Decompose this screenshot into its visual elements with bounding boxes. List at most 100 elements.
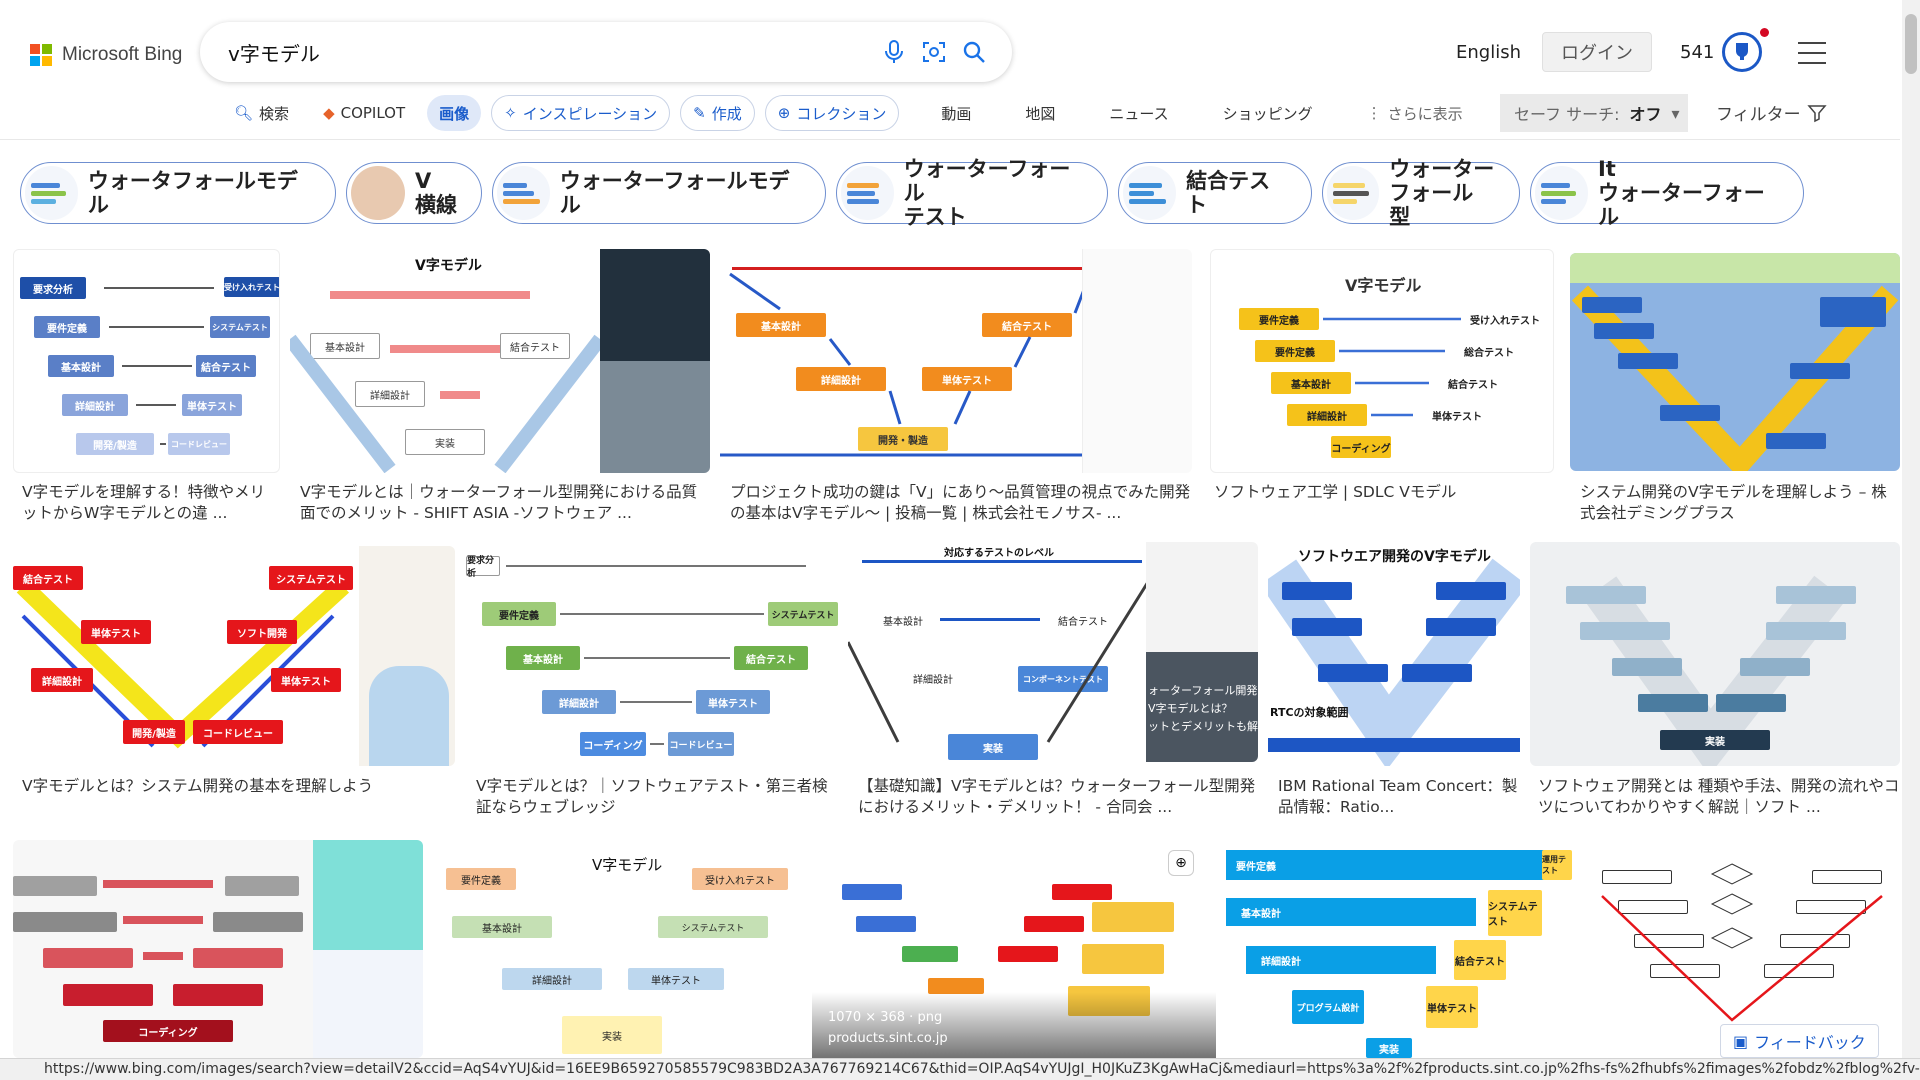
result-caption[interactable]: V字モデルを理解する！特徴やメリットからW字モデルとの違 ... — [22, 483, 266, 522]
diagram-box — [1582, 297, 1642, 313]
related-chip[interactable]: It ウォーターフォール — [1530, 157, 1804, 229]
diagram-box: 実装 — [948, 734, 1038, 760]
chip-thumbnail — [1535, 166, 1588, 220]
result-caption[interactable]: V字モデルとは？｜ソフトウェアテスト・第三者検証ならウェブレッジ — [476, 777, 828, 816]
diagram-box — [928, 978, 984, 994]
tab-videos[interactable]: 動画 — [941, 104, 972, 123]
related-chip[interactable]: ウォーターフォールモデル — [492, 162, 826, 224]
diagram-box: 受け入れテスト — [224, 277, 279, 297]
related-chip[interactable]: V 横線 — [346, 162, 482, 224]
diagram-box: システムテスト — [269, 566, 353, 590]
tab-inspiration[interactable]: ✧インスピレーション — [491, 95, 671, 131]
rewards-icon[interactable] — [1722, 32, 1762, 72]
diagram-box — [193, 948, 283, 968]
diagram-box — [842, 884, 902, 900]
feedback-icon: ▣ — [1733, 1031, 1749, 1051]
tab-images[interactable]: 画像 — [427, 95, 482, 131]
chip-thumbnail — [1123, 166, 1177, 220]
image-result[interactable]: V字モデル 基本設計 結合テスト 詳細設計 実装 — [290, 249, 710, 473]
image-result[interactable]: V字モデル 要件定義 要件定義 基本設計 詳細設計 コーディング 受け入れテスト… — [1210, 249, 1554, 473]
diagram-box — [1776, 586, 1856, 604]
image-result[interactable]: 要件定義 運用テスト 基本設計 システムテスト 詳細設計 結合テスト プログラム… — [1226, 840, 1572, 1058]
tab-copilot[interactable]: ◆COPILOT — [323, 104, 406, 122]
tab-news[interactable]: ニュース — [1109, 104, 1169, 123]
image-result[interactable]: V字モデル 要件定義 基本設計 詳細設計 受け入れテスト システムテスト 単体テ… — [432, 840, 802, 1058]
tab-maps[interactable]: 地図 — [1025, 104, 1056, 123]
rewards-points[interactable]: 541 — [1680, 42, 1715, 63]
related-chip[interactable]: ウォーター フォール 型 — [1322, 157, 1520, 229]
bing-logo[interactable]: Microsoft Bing — [30, 40, 182, 70]
microphone-icon[interactable] — [874, 32, 914, 72]
diagram-box: 結合テスト — [1433, 372, 1513, 394]
result-caption[interactable]: 【基礎知識】V字モデルとは？ウォーターフォール型開発におけるメリット・デメリット… — [858, 777, 1256, 816]
diagram-box: 単体テスト — [628, 968, 724, 990]
diagram-box: 単体テスト — [922, 367, 1012, 391]
diagram-box: 要求分析 — [466, 556, 500, 579]
image-result[interactable]: 対応するテストのレベル 基本設計 結合テスト 詳細設計 コンポーネントテスト 実… — [848, 542, 1258, 762]
image-result[interactable]: 要求分析 要件定義 基本設計 詳細設計 開発/製造 受け入れテスト システムテス… — [13, 249, 280, 473]
login-button[interactable]: ログイン — [1542, 32, 1652, 72]
search-box — [200, 22, 1012, 82]
tab-more[interactable]: ⋮さらに表示 — [1366, 104, 1463, 123]
menu-icon[interactable] — [1798, 42, 1826, 64]
diagram-box: 詳細設計 — [1287, 404, 1367, 426]
image-result[interactable]: ソフトウエア開発のV字モデル RTCの対象範囲 — [1268, 542, 1520, 766]
image-result[interactable]: 基本設計 結合テスト 詳細設計 単体テスト 開発・製造 — [720, 249, 1192, 473]
image-hover-overlay[interactable]: 1070 × 368 · png products.sint.co.jp — [812, 992, 1216, 1058]
diagram-box — [1426, 618, 1496, 636]
result-caption[interactable]: プロジェクト成功の鍵は「V」にあり〜品質管理の視点でみた開発の基本はV字モデル〜… — [730, 483, 1191, 522]
language-link[interactable]: English — [1456, 42, 1521, 63]
vertical-scrollbar[interactable] — [1902, 0, 1920, 1062]
diagram-box: 要件定義 — [34, 316, 100, 338]
image-result[interactable] — [1570, 253, 1900, 471]
search-icon[interactable] — [954, 32, 994, 72]
collection-add-icon[interactable]: ⊕ — [1168, 850, 1194, 876]
filter-button[interactable]: フィルター — [1716, 100, 1827, 125]
blog-overlay-text: ットとデメリットも解 — [1148, 720, 1258, 733]
feedback-button[interactable]: ▣フィードバック — [1720, 1024, 1879, 1058]
diagram-box — [1650, 964, 1720, 978]
diagram-box — [13, 912, 117, 932]
safesearch-dropdown[interactable]: セーフ サーチ:オフ▾ — [1500, 94, 1688, 132]
copilot-icon: ◆ — [323, 104, 335, 122]
v-shape — [848, 581, 1148, 743]
scrollbar-thumb[interactable] — [1905, 14, 1917, 74]
image-result[interactable]: 実装 — [1530, 542, 1900, 766]
search-input[interactable] — [226, 39, 874, 65]
tab-collections[interactable]: ⊕コレクション — [764, 95, 900, 131]
diagram-box — [1580, 622, 1670, 640]
tab-search[interactable]: 🔍︎検索 — [234, 104, 290, 123]
sparkle-icon: ✧ — [504, 104, 517, 122]
related-chip[interactable]: 結合テスト — [1118, 162, 1312, 224]
diagram-box: システムテスト — [1488, 890, 1542, 936]
collection-icon: ⊕ — [777, 104, 791, 122]
result-caption[interactable]: IBM Rational Team Concert：製品情報：Ratio... — [1278, 777, 1518, 816]
result-caption[interactable]: ソフトウェア工学 | SDLC Vモデル — [1214, 483, 1457, 501]
image-result[interactable]: コーディング — [13, 840, 423, 1058]
tab-shopping[interactable]: ショッピング — [1222, 104, 1313, 123]
brand-name: Microsoft Bing — [62, 44, 183, 65]
result-caption[interactable]: ソフトウェア開発とは 種類や手法、開発の流れやコツについてわかりやすく解説｜ソフ… — [1538, 777, 1900, 816]
image-source-domain[interactable]: products.sint.co.jp — [828, 1031, 948, 1046]
image-result[interactable] — [1582, 840, 1900, 1058]
image-result[interactable]: 結合テスト 詳細設計 単体テスト 開発/製造 コードレビュー ソフト開発 単体テ… — [13, 546, 455, 766]
diagram-box: 詳細設計 — [796, 367, 886, 391]
diagram-box — [1292, 618, 1362, 636]
diagram-box: 基本設計 — [506, 646, 580, 670]
related-chip[interactable]: ウォータフォールモデル — [20, 162, 336, 224]
diagram-box: 開発・製造 — [858, 427, 948, 451]
related-chip[interactable]: ウォーターフォール テスト — [836, 157, 1108, 229]
diagram-box: 基本設計 — [310, 333, 380, 359]
diagram-box — [856, 916, 916, 932]
visual-search-icon[interactable] — [914, 32, 954, 72]
result-caption[interactable]: V字モデルとは？システム開発の基本を理解しよう — [22, 777, 374, 795]
diagram-box — [225, 876, 299, 896]
result-caption[interactable]: V字モデルとは｜ウォーターフォール型開発における品質面でのメリット - SHIF… — [300, 483, 698, 522]
diagram-box — [1716, 694, 1786, 712]
diagram-box: システムテスト — [210, 316, 270, 338]
diagram-box: コードレビュー — [193, 720, 283, 744]
diagram-box — [1766, 433, 1826, 449]
image-result[interactable]: 要求分析 要件定義 基本設計 詳細設計 コーディング コードレビュー 単体テスト… — [466, 546, 838, 766]
result-caption[interactable]: システム開発のV字モデルを理解しよう – 株式会社デミングプラス — [1580, 483, 1887, 522]
tab-create[interactable]: ✎作成 — [680, 95, 755, 131]
